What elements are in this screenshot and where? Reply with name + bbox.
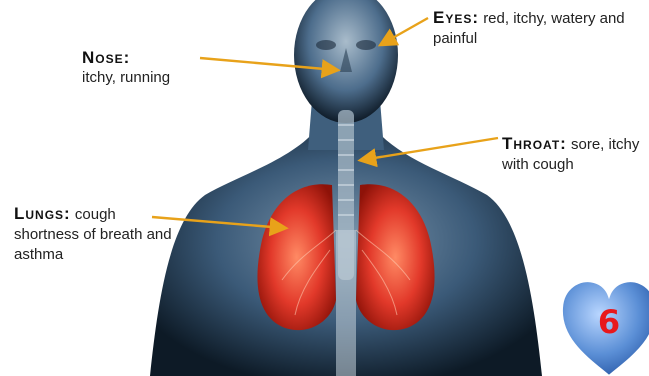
- eyes-term: Eyes:: [433, 8, 479, 27]
- spine: [336, 230, 356, 376]
- nose-text: itchy, running: [82, 68, 252, 88]
- throat-callout: Throat: sore, itchy with cough: [502, 134, 647, 175]
- nose-callout: Nose: itchy, running: [82, 48, 252, 88]
- lungs-term: Lungs:: [14, 204, 71, 223]
- eyes-callout: Eyes: red, itchy, watery and painful: [433, 8, 633, 49]
- throat-term: Throat:: [502, 134, 567, 153]
- badge-number: 6: [585, 303, 633, 341]
- nose-term: Nose:: [82, 48, 252, 68]
- lungs-callout: Lungs: cough shortness of breath and ast…: [14, 204, 184, 265]
